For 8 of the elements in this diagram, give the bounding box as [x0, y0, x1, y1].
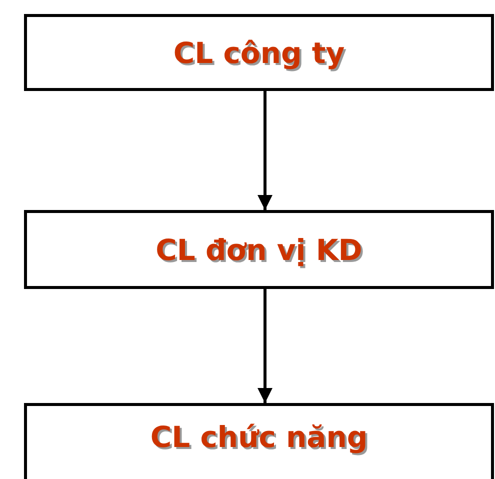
process-box	[24, 210, 494, 289]
box-label: CL công ty	[173, 36, 345, 70]
box-label: CL đơn vị KD	[156, 232, 362, 266]
arrow	[258, 289, 272, 403]
process-box	[24, 14, 494, 91]
box-label: CL chức năng	[150, 420, 368, 454]
arrow	[258, 91, 272, 210]
process-box	[24, 403, 494, 479]
